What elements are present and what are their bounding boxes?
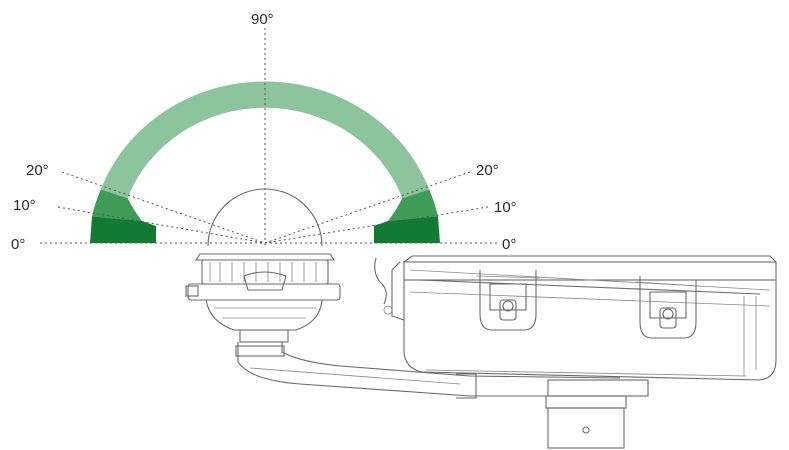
enclosure-housing <box>374 255 777 381</box>
coverage-band-0-10-left <box>90 216 156 243</box>
coverage-band-0-10-right <box>374 216 440 243</box>
sensor-head <box>185 253 341 343</box>
angle-guide-lines <box>40 28 500 246</box>
angle-labels: 90° 20° 10° 0° 20° 10° 0° <box>11 11 517 253</box>
coverage-band-10-20-right <box>388 189 438 221</box>
label-0-deg-left: 0° <box>11 236 25 253</box>
mounting-arm <box>235 342 649 399</box>
coverage-band-20-90 <box>100 81 430 199</box>
label-10-deg-right: 10° <box>494 199 517 216</box>
coverage-arc <box>90 81 440 243</box>
label-10-deg-left: 10° <box>13 197 36 214</box>
sensor-dome <box>207 188 323 247</box>
latch-right <box>635 276 701 339</box>
label-20-deg-right: 20° <box>476 162 499 179</box>
label-90-deg: 90° <box>251 11 274 28</box>
coverage-band-10-20-left <box>92 189 142 221</box>
label-0-deg-right: 0° <box>502 236 516 253</box>
latch-left <box>475 270 541 331</box>
pole-base <box>545 395 627 449</box>
label-20-deg-left: 20° <box>26 162 49 179</box>
